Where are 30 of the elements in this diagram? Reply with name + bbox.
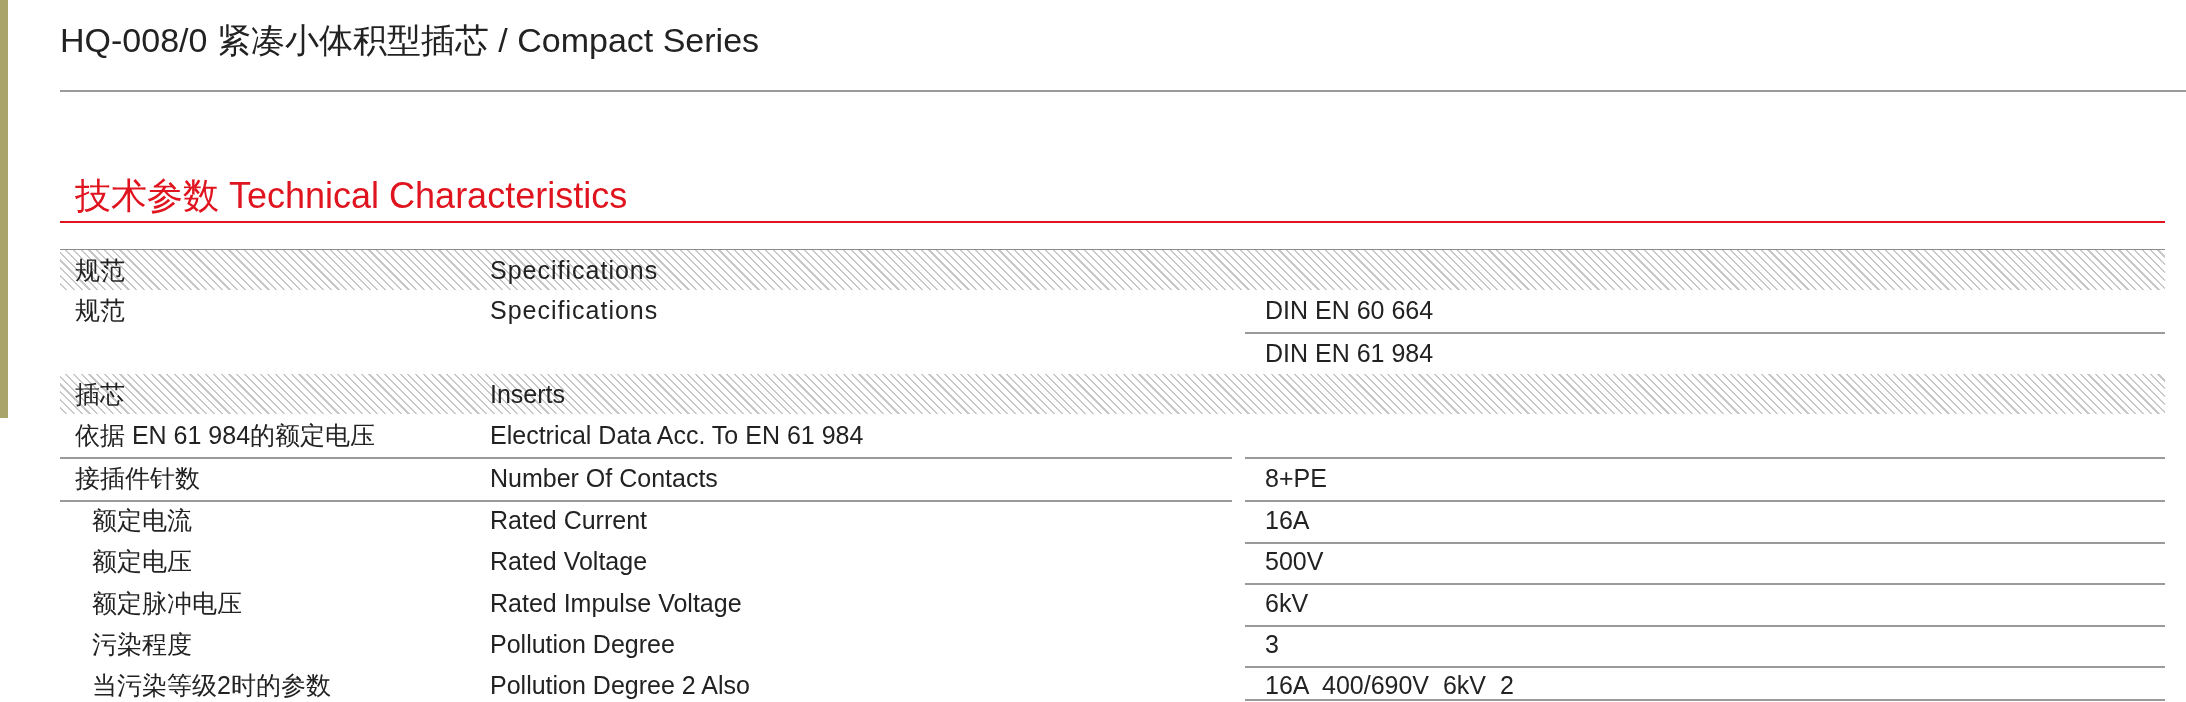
spec-label: Pollution Degree 2 Also bbox=[490, 670, 750, 701]
spec-label: Rated Current bbox=[490, 505, 648, 536]
spec-label: 接插件针数 bbox=[75, 463, 200, 494]
spec-label: Inserts bbox=[490, 379, 566, 410]
spec-value: 3 bbox=[1265, 629, 1279, 660]
page-title: HQ-008/0 紧凑小体积型插芯 / Compact Series bbox=[60, 20, 760, 61]
spec-label: 额定电压 bbox=[92, 546, 192, 577]
spec-label: 规范 bbox=[75, 255, 125, 286]
spec-label: 额定电流 bbox=[92, 505, 192, 536]
spec-value: 16A bbox=[1265, 505, 1310, 536]
spec-value: 500V bbox=[1265, 546, 1324, 577]
spec-label: Specifications bbox=[490, 295, 659, 326]
section-heading: 技术参数 Technical Characteristics bbox=[75, 174, 628, 218]
spec-label: Pollution Degree bbox=[490, 629, 675, 660]
spec-label: 额定脉冲电压 bbox=[92, 588, 242, 619]
spec-value: 16A 400/690V 6kV 2 bbox=[1265, 670, 1514, 701]
spec-label: 插芯 bbox=[75, 379, 125, 410]
spec-label: 依据 EN 61 984的额定电压 bbox=[75, 420, 376, 451]
spec-label: Electrical Data Acc. To EN 61 984 bbox=[490, 420, 864, 451]
spec-value: 8+PE bbox=[1265, 463, 1327, 494]
spec-label: Specifications bbox=[490, 255, 659, 286]
spec-label: 污染程度 bbox=[92, 629, 192, 660]
spec-label: Rated Voltage bbox=[490, 546, 648, 577]
spec-label: Number Of Contacts bbox=[490, 463, 718, 494]
spec-label: 当污染等级2时的参数 bbox=[92, 670, 331, 701]
spec-label: Rated Impulse Voltage bbox=[490, 588, 742, 619]
spec-value: DIN EN 60 664 bbox=[1265, 295, 1434, 326]
spec-label: 规范 bbox=[75, 295, 125, 326]
spec-value: DIN EN 61 984 bbox=[1265, 338, 1434, 369]
spec-value: 6kV bbox=[1265, 588, 1309, 619]
